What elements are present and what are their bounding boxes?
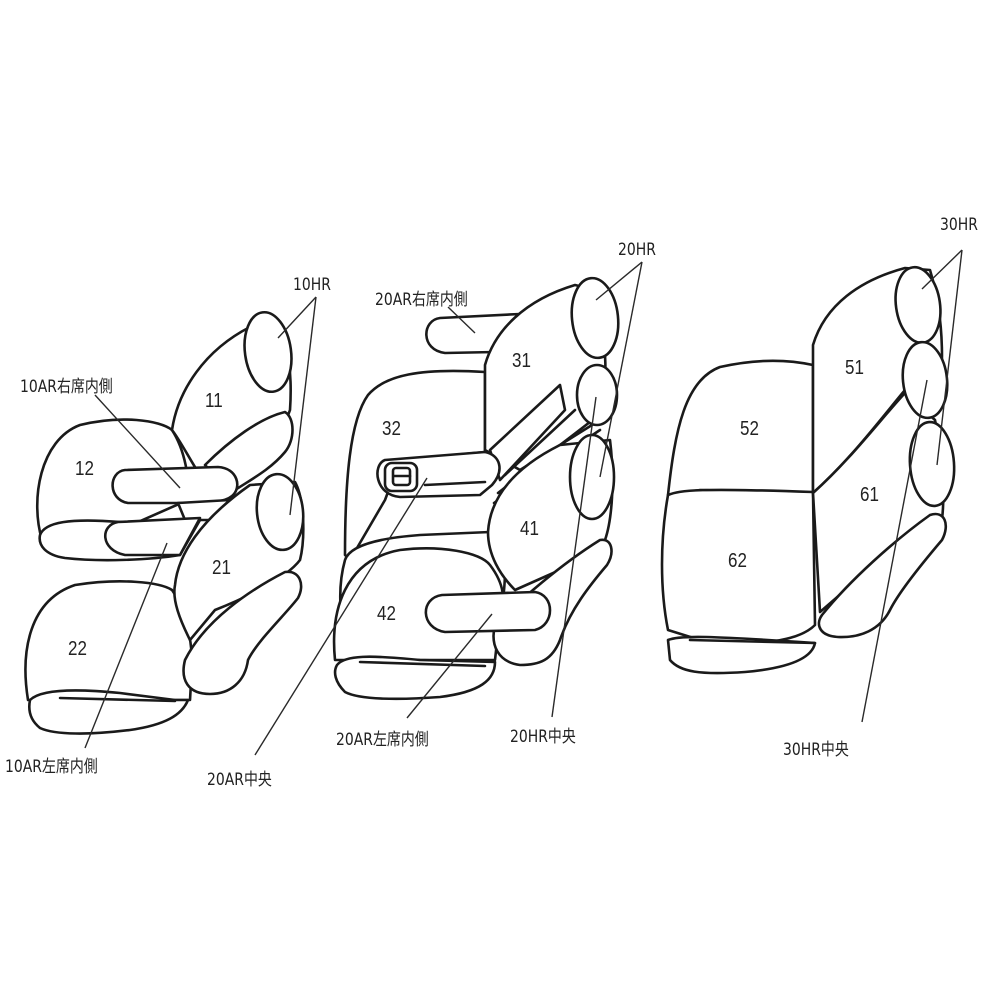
part-number-32: 32	[382, 418, 401, 440]
part-41-bolster	[492, 538, 613, 667]
part-61-bolster	[817, 512, 947, 639]
headrest-20hr-lower	[568, 433, 616, 521]
label-20ar-left-inner: 20AR左席内側	[336, 730, 429, 750]
part-number-11: 11	[205, 390, 223, 412]
part-number-41: 41	[520, 518, 539, 540]
headrest-10hr-lower	[255, 472, 305, 552]
label-10hr: 10HR	[293, 275, 331, 295]
headrest-20hr-center	[575, 363, 619, 427]
leader-lines	[84, 249, 963, 756]
part-21-bolster	[182, 570, 303, 696]
second-row-seats	[332, 276, 620, 701]
armrest-20ar-left-inner	[424, 590, 552, 634]
third-row-bench	[660, 265, 956, 675]
label-20hr: 20HR	[618, 240, 656, 260]
armrest-20ar-seam	[423, 480, 487, 487]
part-number-21: 21	[212, 557, 231, 579]
label-30hr-center: 30HR中央	[783, 740, 849, 760]
part-42-seam	[358, 660, 487, 668]
part-number-31: 31	[512, 350, 531, 372]
part-number-51: 51	[845, 357, 864, 379]
label-20ar-right-inner: 20AR右席内側	[375, 290, 468, 310]
part-number-61: 61	[860, 484, 879, 506]
front-seats	[24, 310, 305, 735]
part-number-12: 12	[75, 458, 94, 480]
label-20ar-center: 20AR中央	[207, 770, 272, 790]
part-62-seam	[688, 638, 817, 645]
label-20hr-center: 20HR中央	[510, 727, 576, 747]
part-number-22: 22	[68, 638, 87, 660]
part-number-62: 62	[728, 550, 747, 572]
trim-line-1	[503, 408, 577, 477]
label-10ar-right-inner: 10AR右席内側	[20, 377, 113, 397]
label-10ar-left-inner: 10AR左席内側	[5, 757, 98, 777]
headrest-20hr-upper	[570, 276, 620, 360]
part-52-backrest	[666, 359, 815, 497]
armrest-10ar-right-inner	[111, 465, 239, 505]
part-22-seam	[58, 696, 177, 703]
part-62-lip	[666, 635, 817, 675]
part-22-backrest	[24, 580, 194, 702]
label-30hr: 30HR	[940, 215, 978, 235]
part-number-42: 42	[377, 603, 396, 625]
headrest-10hr-upper	[243, 310, 293, 394]
part-number-52: 52	[740, 418, 759, 440]
part-42-lip	[333, 655, 497, 701]
